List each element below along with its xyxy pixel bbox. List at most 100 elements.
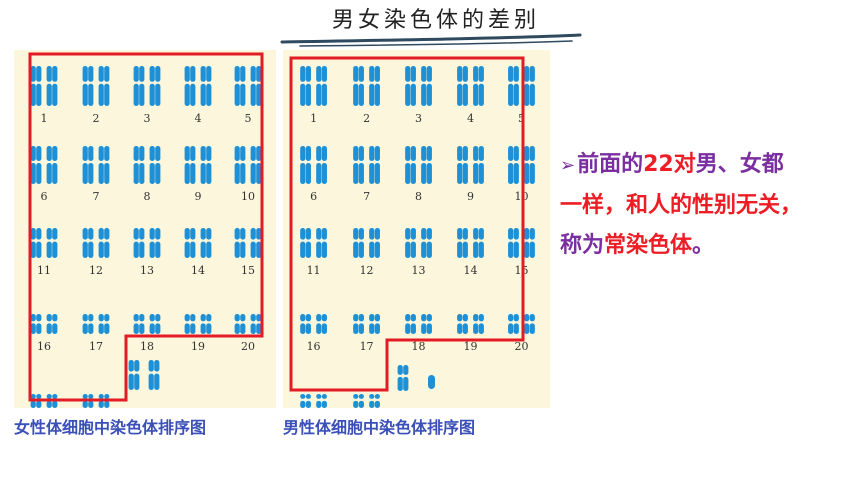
chromosome-icon [133,66,145,106]
pair-number-label: 10 [514,190,528,203]
chromosome-icon [421,228,432,258]
chromosome-icon [200,228,212,258]
chromosome-icon [234,146,246,184]
y-chromosome-icon [428,375,435,389]
autosome-note: ➢前面的22对男、女都 一样，和人的性别无关， 称为常染色体。 [560,145,860,266]
male-karyotype-image: 12345678910111213141516171819202122 [289,56,535,408]
pair-number-label: 8 [415,190,422,203]
chromosome-icon [300,228,311,258]
chromosome-icon [184,314,196,334]
chromosome-icon [508,146,519,184]
chromosome-icon [30,66,42,106]
chromosome-icon [300,66,311,106]
chromosome-icon [405,66,416,106]
pair-number-label: 14 [464,264,478,277]
pair-number-label: 6 [310,190,317,203]
chromosome-icon [473,66,484,106]
pair-number-label: 1 [41,112,48,125]
chromosome-icon [353,146,364,184]
pair-number-label: 3 [415,112,422,125]
chromosome-icon [46,228,58,258]
chromosome-icon [98,146,110,184]
note-line-1: ➢前面的22对男、女都 [560,152,784,177]
chromosome-icon [133,146,145,184]
pair-number-label: 7 [93,190,100,203]
chromosome-icon [508,228,519,258]
chromosome-icon [421,314,432,334]
male-caption: 男性体细胞中染色体排序图 [283,418,476,437]
chromosome-icon [82,314,94,334]
female-caption: 女性体细胞中染色体排序图 [14,418,207,437]
chromosome-icon [82,146,94,184]
chromosome-icon [46,314,58,334]
chromosome-icon [405,146,416,184]
pair-number-label: 12 [89,264,103,277]
chromosome-icon [128,360,140,390]
chromosome-icon [316,314,327,334]
female-karyotype-panel: 12345678910111213141516171819202122 [14,50,276,408]
chromosome-icon [30,314,42,334]
pair-number-label: 2 [363,112,370,125]
chromosome-icon [149,314,161,334]
pair-number-label: 15 [241,264,255,277]
chromosome-icon [234,228,246,258]
pair-number-label: 13 [412,264,426,277]
chromosome-icon [508,66,519,106]
page-title: 男女染色体的差别 [332,8,541,33]
pair-number-label: 1 [310,112,317,125]
chromosome-icon [397,365,409,391]
pair-number-label: 18 [412,340,426,353]
chromosome-icon [184,66,196,106]
chromosome-icon [184,146,196,184]
chromosome-icon [457,314,468,334]
pair-number-label: 20 [514,340,528,353]
chromosome-icon [300,146,311,184]
male-karyotype-panel: 12345678910111213141516171819202122 [283,50,550,408]
pair-number-label: 19 [191,340,205,353]
pair-number-label: 2 [93,112,100,125]
chromosome-icon [46,394,58,408]
chromosome-icon [369,228,380,258]
chromosome-icon [316,228,327,258]
pair-number-label: 11 [307,264,321,277]
pair-number-label: 9 [195,190,202,203]
note-line-3: 称为常染色体。 [560,233,715,258]
chromosome-icon [508,314,519,334]
chromosome-icon [524,146,535,184]
pair-number-label: 9 [467,190,474,203]
chromosome-icon [353,228,364,258]
pair-number-label: 16 [307,340,321,353]
chromosome-icon [98,228,110,258]
chromosome-icon [250,314,262,334]
autosome-frame [28,52,264,402]
chromosome-icon [46,66,58,106]
chromosome-icon [316,394,327,408]
pair-number-label: 17 [89,340,103,353]
chromosome-icon [369,66,380,106]
chromosome-icon [82,66,94,106]
chromosome-icon [421,66,432,106]
chromosome-icon [405,228,416,258]
chromosome-icon [234,314,246,334]
chromosome-icon [133,314,145,334]
chromosome-icon [353,314,364,334]
chromosome-icon [30,228,42,258]
pair-number-label: 16 [37,340,51,353]
chromosome-icon [82,394,94,408]
chromosome-icon [473,314,484,334]
chromosome-icon [524,314,535,334]
pair-number-label: 10 [241,190,255,203]
chromosome-icon [250,66,262,106]
chromosome-icon [98,394,110,408]
chromosome-icon [234,66,246,106]
chromosome-icon [300,394,311,408]
pair-number-label: 4 [467,112,474,125]
chromosome-icon [149,228,161,258]
pair-number-label: 7 [363,190,370,203]
chromosome-icon [524,66,535,106]
pair-number-label: 3 [144,112,151,125]
chromosome-icon [421,146,432,184]
chromosome-icon [316,146,327,184]
chromosome-icon [250,228,262,258]
chromosome-icon [457,66,468,106]
